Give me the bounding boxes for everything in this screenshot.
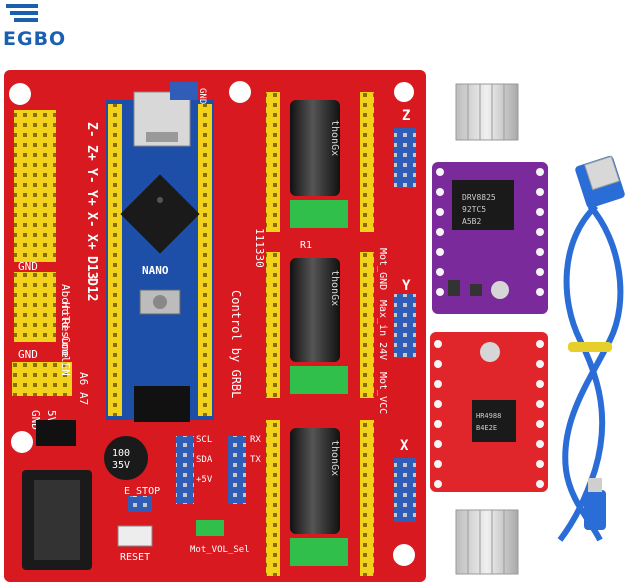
driver-slot-x: thonGx xyxy=(266,420,374,576)
label-code: 111330 xyxy=(253,228,266,268)
label-tx: TX xyxy=(250,455,261,465)
chip-code1: B4E2E xyxy=(476,424,497,432)
drv8825-driver: DRV8825 92TC5 A5B2 xyxy=(432,162,548,314)
label-zp: Z+ xyxy=(84,145,99,161)
label-sda: SDA xyxy=(196,455,213,465)
label-mot-vol: Mot_VOL_Sel xyxy=(190,545,250,555)
label-gnd-2: GND xyxy=(18,348,38,361)
heatsink-top xyxy=(455,83,519,141)
label-scl: SCL xyxy=(196,435,212,445)
label-xm: X- xyxy=(84,212,99,228)
label-mot-gnd: Mot_GND xyxy=(377,248,388,290)
mount-hole xyxy=(9,83,31,105)
microstep-jumpers xyxy=(290,200,348,228)
cap-brand: thonGx xyxy=(329,440,340,476)
label-control-by: Control by GRBL xyxy=(229,290,243,398)
label-zm: Z- xyxy=(84,122,99,138)
trim-pot xyxy=(491,281,509,299)
label-coolen: CoolEN xyxy=(59,336,72,376)
chip-code1: 92TC5 xyxy=(462,205,486,214)
cap-v1: 100 xyxy=(112,448,130,459)
label-axis-y: Y xyxy=(402,278,411,294)
brand-logo xyxy=(2,2,94,54)
label-max-in: Max_in 24V xyxy=(377,300,388,360)
analog-header xyxy=(12,362,72,396)
label-resume: Resume xyxy=(59,318,72,358)
a4988-driver: HR4988 B4E2E xyxy=(430,332,548,492)
label-ym: Y- xyxy=(84,168,99,184)
isp-header xyxy=(134,386,190,422)
label-a6: A6 xyxy=(77,372,90,385)
label-hold: Hold xyxy=(59,302,72,329)
vol-sel-jumper xyxy=(196,520,224,536)
driver-chip xyxy=(472,400,516,442)
mount-hole xyxy=(11,431,33,453)
serial-header xyxy=(228,436,246,504)
label-yp: Y+ xyxy=(84,190,99,206)
arduino-nano: NANO xyxy=(106,91,214,422)
jumper-top xyxy=(170,82,198,100)
regulator xyxy=(36,420,76,446)
label-rx: RX xyxy=(250,435,261,445)
trim-pot xyxy=(480,342,500,362)
reset-button xyxy=(117,525,153,547)
label-estop: E_STOP xyxy=(124,486,160,497)
label-mot-vcc: Mot_VCC xyxy=(377,372,388,414)
cap-brand: thonGx xyxy=(329,270,340,306)
cap-brand: thonGx xyxy=(329,120,340,156)
label-reset: RESET xyxy=(120,552,150,563)
label-a7: A7 xyxy=(77,392,90,405)
brand-logo-icon xyxy=(6,4,38,22)
label-r1: R1 xyxy=(300,240,312,251)
driver-slot-z: thonGx xyxy=(266,92,374,232)
heatsink-bottom xyxy=(455,509,519,575)
capacitor xyxy=(290,100,340,196)
capacitor xyxy=(290,258,340,362)
chip-code2: A5B2 xyxy=(462,217,481,226)
estop-header xyxy=(128,496,152,512)
cap-v2: 35V xyxy=(112,460,130,471)
mount-hole xyxy=(394,82,414,102)
label-xp: X+ xyxy=(84,234,99,250)
microstep-jumpers xyxy=(290,366,348,394)
label-axis-x: X xyxy=(400,438,409,454)
mount-hole xyxy=(393,544,415,566)
label-gnd: GND xyxy=(18,260,38,273)
label-d13: D13 xyxy=(84,256,99,279)
brand-name: EGBO xyxy=(3,28,67,50)
small-capacitor xyxy=(104,436,148,480)
label-gnd-top: GND xyxy=(197,88,207,104)
i2c-header xyxy=(176,436,194,504)
label-axis-z: Z xyxy=(402,108,410,124)
chip-label: HR4988 xyxy=(476,412,501,420)
endstop-header xyxy=(14,110,56,262)
chip-label: DRV8825 xyxy=(462,193,496,202)
driver-slot-y: thonGx xyxy=(266,252,374,398)
motor-header-x xyxy=(394,458,416,522)
label-5v-b: +5V xyxy=(196,475,213,485)
motor-header-y xyxy=(394,294,416,358)
mount-hole xyxy=(229,81,251,103)
label-d12: D12 xyxy=(84,278,99,301)
usb-cable xyxy=(557,155,625,542)
label-abort: Abort xyxy=(59,284,72,317)
driver-chip xyxy=(452,180,514,230)
motor-header-z xyxy=(394,128,416,188)
nano-label: NANO xyxy=(142,264,169,277)
capacitor xyxy=(290,428,340,534)
control-header xyxy=(14,272,56,342)
microstep-jumpers xyxy=(290,538,348,566)
